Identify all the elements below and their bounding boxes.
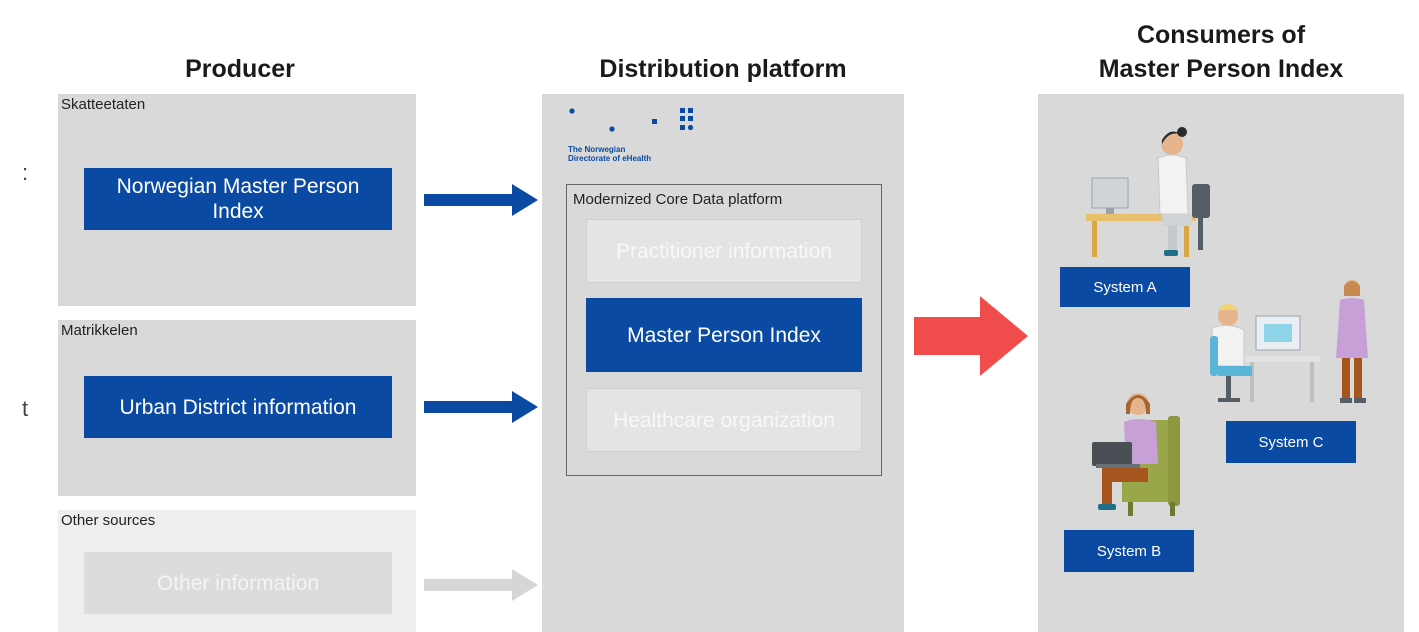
producer-box-other-information: Other information: [84, 552, 392, 614]
system-b-label: System B: [1064, 530, 1194, 572]
edge-mark-1: :: [22, 160, 29, 185]
doctor-with-patient-icon: [1210, 280, 1368, 403]
producer-box-master-person-index: Norwegian Master Person Index: [84, 168, 392, 230]
producer-source-label: Skatteetaten: [61, 96, 146, 113]
producer-source-label: Other sources: [61, 512, 156, 529]
person-at-desk-icon: [1086, 127, 1210, 257]
edge-mark-2: t: [22, 396, 29, 421]
system-c-label: System C: [1226, 421, 1356, 463]
distribution-title: Distribution platform: [599, 55, 847, 83]
platform-item-healthcare-organization: Healthcare organization: [586, 388, 862, 452]
ehealth-logo-icon: [569, 108, 694, 132]
ehealth-logo-text-line1: The Norwegian: [568, 145, 626, 154]
consumers-panel: System A System C System B: [1038, 94, 1404, 632]
ehealth-logo-text-line2: Directorate of eHealth: [568, 154, 652, 163]
producer-title: Producer: [185, 55, 295, 83]
core-data-platform-title: Modernized Core Data platform: [573, 191, 783, 208]
consumers-title-line2: Master Person Index: [1098, 55, 1344, 83]
producer-panel-other-sources: Other sources Other information: [58, 510, 416, 632]
arrow-other-to-platform: [424, 569, 538, 601]
consumers-title-line1: Consumers of: [1136, 21, 1306, 49]
distribution-panel: The Norwegian Directorate of eHealth Mod…: [542, 94, 904, 632]
platform-item-master-person-index: Master Person Index: [586, 298, 862, 372]
producer-panel-matrikkelen: Matrikkelen Urban District information: [58, 320, 416, 496]
system-a-label: System A: [1060, 267, 1190, 307]
producer-box-urban-district: Urban District information: [84, 376, 392, 438]
arrow-skatteetaten-to-platform: [424, 184, 538, 216]
core-data-platform-frame: Modernized Core Data platform Practition…: [566, 184, 882, 476]
producer-source-label: Matrikkelen: [61, 322, 138, 339]
arrow-matrikkelen-to-platform: [424, 391, 538, 423]
person-with-laptop-icon: [1092, 393, 1180, 516]
arrow-platform-to-consumers: [914, 296, 1028, 376]
platform-item-practitioner: Practitioner information: [586, 219, 862, 283]
producer-panel-skatteetaten: Skatteetaten Norwegian Master Person Ind…: [58, 94, 416, 306]
